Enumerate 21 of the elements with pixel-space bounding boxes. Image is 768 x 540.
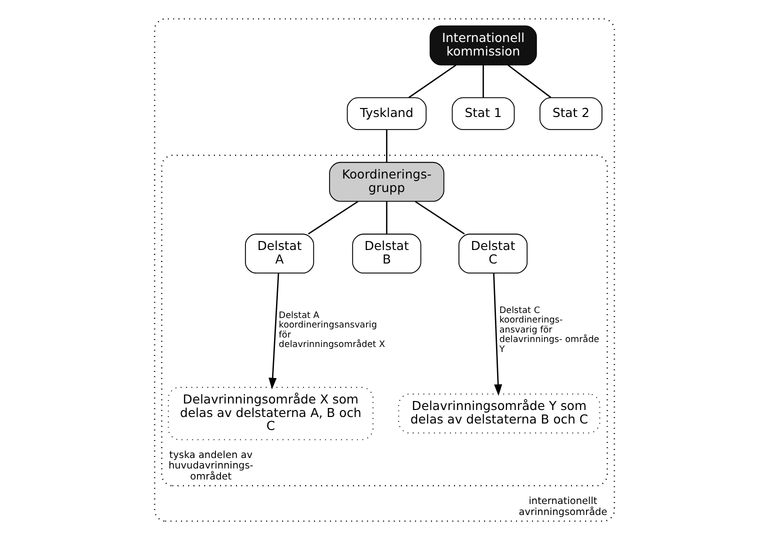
node-box: Delavrinningsområde Y som delas av delstaterna B och C bbox=[398, 394, 600, 434]
node-box: Stat 2 bbox=[539, 97, 602, 130]
node-box: Delavrinningsområde X som delas av delstaterna A, B och C bbox=[167, 386, 373, 440]
connector bbox=[414, 200, 464, 234]
connector bbox=[386, 130, 387, 162]
edge-label: Delstat C koordinerings- ansvarig för delavrinnings- område Y bbox=[498, 306, 599, 355]
node-box: Stat 1 bbox=[451, 97, 514, 130]
node-box: Delstat C bbox=[458, 234, 528, 274]
arrow bbox=[268, 273, 279, 390]
connector bbox=[408, 64, 456, 98]
edge-label: Delstat A koordineringsansvarig för delavrinningsområdet X bbox=[278, 310, 385, 350]
node-box: Tyskland bbox=[346, 97, 426, 130]
node-box: Internationell kommission bbox=[429, 26, 536, 66]
arrow bbox=[492, 273, 502, 396]
connector bbox=[386, 202, 387, 234]
connector bbox=[507, 64, 551, 98]
node-box: Koordinerings- grupp bbox=[328, 162, 444, 202]
connector bbox=[482, 65, 484, 98]
node-box: Delstat B bbox=[352, 234, 421, 274]
node-box: Delstat A bbox=[244, 234, 314, 274]
connector bbox=[307, 200, 358, 234]
